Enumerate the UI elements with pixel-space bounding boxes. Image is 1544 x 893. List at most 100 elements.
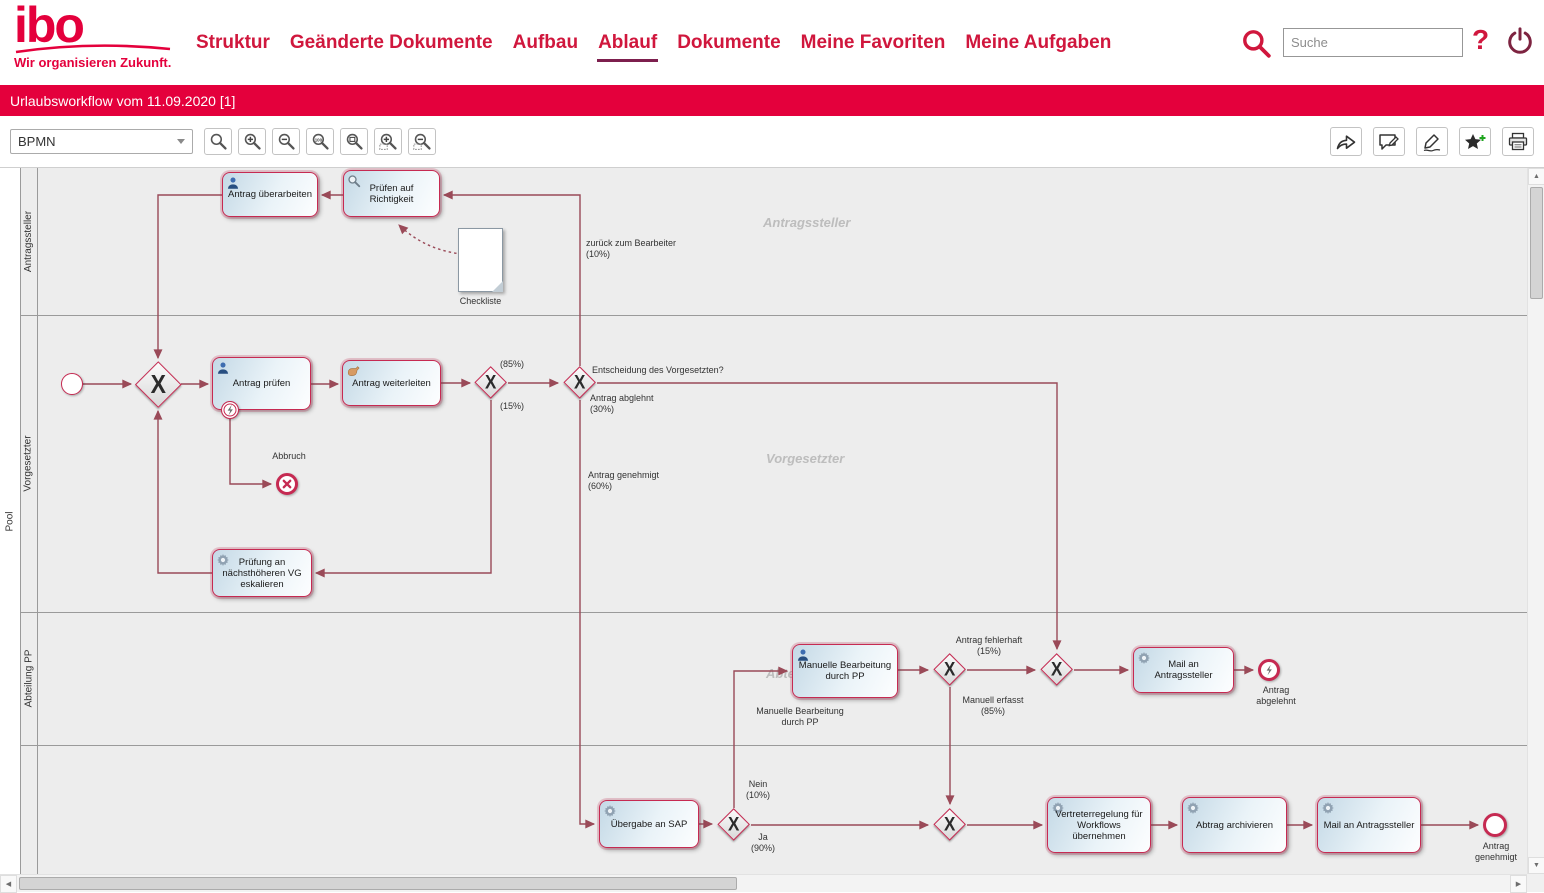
nav-item-aufbau[interactable]: Aufbau [512, 31, 579, 53]
hand-icon [346, 364, 360, 378]
flow-label: Antrag genehmigt [1474, 841, 1518, 862]
scroll-up-button[interactable]: ▲ [1528, 168, 1544, 185]
flow-label: Manuelle Bearbeitung durch PP [756, 706, 844, 727]
task-label: Mail an Antragssteller [1323, 819, 1415, 831]
logout-power-button[interactable] [1505, 26, 1535, 58]
task-mail-an-antragssteller-1[interactable]: Mail an Antragssteller [1133, 647, 1234, 693]
task-pruefung-eskalieren[interactable]: Prüfung an nächsthöheren VG eskalieren [212, 549, 312, 597]
end-event-ende-antrag-genehmigt[interactable] [1483, 813, 1507, 837]
print-icon[interactable] [1502, 127, 1534, 156]
start-event-start[interactable] [61, 373, 83, 395]
document-title: Urlaubsworkflow vom 11.09.2020 [1] [10, 92, 236, 109]
lane-label-text: Vorgesetzter [23, 435, 34, 492]
scroll-down-button[interactable]: ▼ [1528, 857, 1544, 874]
action-toolbar [1330, 127, 1534, 156]
gear-icon [1186, 801, 1200, 815]
task-label: Vertreterregelung für Workflows übernehm… [1055, 808, 1143, 842]
diagram-toolbar: BPMN 100 [0, 116, 1544, 168]
vertical-scroll-thumb[interactable] [1530, 187, 1543, 299]
exclusive-gateway-marker: X [728, 813, 740, 836]
lane-label-lane-3 [20, 745, 37, 874]
data-association [398, 224, 463, 255]
exclusive-gateway-marker: X [485, 371, 497, 394]
flow-label: Antrag abglehnt (30%) [590, 393, 654, 414]
nav-item-geaenderte-dokumente[interactable]: Geänderte Dokumente [289, 31, 493, 53]
logo-tagline: Wir organisieren Zukunft. [14, 55, 172, 70]
lane-label-Abteilung PP: Abteilung PP [20, 612, 37, 745]
flow-label: Antrag fehlerhaft (15%) [955, 635, 1023, 656]
logo-text: ibo [14, 0, 85, 53]
task-manuelle-bearbeitung-pp[interactable]: Manuelle Bearbeitung durch PP [792, 644, 898, 698]
comment-icon[interactable] [1373, 127, 1405, 156]
magnifier-icon [347, 174, 361, 188]
task-label: Abtrag archivieren [1195, 819, 1274, 831]
search-icon[interactable] [1240, 27, 1272, 59]
forward-icon[interactable] [1330, 127, 1362, 156]
user-icon [216, 361, 230, 375]
scroll-left-button[interactable]: ◀ [0, 875, 17, 893]
scroll-right-button[interactable]: ▶ [1510, 875, 1527, 893]
error-bolt-icon [227, 404, 233, 416]
search-input[interactable] [1283, 28, 1463, 57]
nav-item-meine-favoriten[interactable]: Meine Favoriten [800, 31, 946, 53]
task-antrag-ueberarbeiten[interactable]: Antrag überarbeiten [222, 172, 318, 217]
user-icon [796, 648, 810, 662]
vertical-scrollbar[interactable]: ▲ ▼ [1527, 168, 1544, 874]
favorite-add-icon[interactable] [1459, 127, 1491, 156]
task-uebergabe-an-sap[interactable]: Übergabe an SAP [599, 800, 699, 848]
cancel-end-event-ende-abbruch[interactable] [276, 473, 298, 495]
data-object-checkliste[interactable] [458, 228, 503, 292]
task-abtrag-archivieren[interactable]: Abtrag archivieren [1182, 797, 1287, 853]
task-mail-an-antragssteller-2[interactable]: Mail an Antragssteller [1317, 797, 1421, 853]
lane-label-text: Abteilung PP [23, 649, 35, 708]
pool-label: Pool [4, 510, 16, 532]
lane-watermark: Vorgesetzter [766, 451, 845, 466]
help-button[interactable]: ? [1472, 24, 1490, 55]
task-pruefen-auf-richtigkeit[interactable]: Prüfen auf Richtigkeit [343, 170, 440, 217]
flow-label: Abbruch [272, 451, 306, 461]
view-mode-value: BPMN [18, 134, 56, 149]
nav-item-dokumente[interactable]: Dokumente [677, 31, 781, 53]
logo-swoosh-icon [15, 44, 171, 54]
flow-label: Ja (90%) [750, 832, 776, 853]
logo[interactable]: ibo Wir organisieren Zukunft. [14, 0, 189, 70]
sequence-flow [579, 400, 596, 829]
task-label: Antrag überarbeiten [228, 189, 312, 200]
exclusive-gateway-marker: X [150, 368, 166, 398]
nav-item-ablauf[interactable]: Ablauf [597, 24, 659, 62]
zoom-in-selection-icon[interactable] [374, 128, 402, 155]
flow-label: (85%) [500, 359, 525, 369]
gear-icon [1321, 801, 1335, 815]
zoom-in-icon[interactable] [238, 128, 266, 155]
sequence-flow [229, 419, 273, 489]
sign-icon[interactable] [1416, 127, 1448, 156]
flow-label: zurück zum Bearbeiter (10%) [586, 238, 677, 259]
task-label: Antrag prüfen [232, 378, 291, 389]
flow-label: Entscheidung des Vorgesetzten? [592, 365, 724, 375]
sequence-flow [314, 400, 492, 578]
task-antrag-weiterleiten[interactable]: Antrag weiterleiten [342, 360, 441, 406]
zoom-out-icon[interactable] [272, 128, 300, 155]
zoom-fit-icon[interactable] [340, 128, 368, 155]
task-vertreterregelung[interactable]: Vertreterregelung für Workflows übernehm… [1047, 797, 1151, 853]
task-label: Manuelle Bearbeitung durch PP [798, 660, 892, 682]
sequence-flow [597, 382, 1062, 651]
view-mode-select[interactable]: BPMN [10, 129, 193, 154]
task-antrag-pruefen[interactable]: Antrag prüfen [212, 357, 311, 410]
end-event-ende-antrag-abgelehnt[interactable] [1258, 659, 1280, 681]
user-icon [226, 176, 240, 190]
pool-header: Pool [0, 168, 20, 874]
scrollbar-corner [1527, 874, 1544, 892]
boundary-event-boundary-antrag-pruefen[interactable] [221, 401, 239, 419]
horizontal-scroll-thumb[interactable] [19, 877, 737, 890]
zoom-100-icon[interactable]: 100 [306, 128, 334, 155]
nav-item-struktur[interactable]: Struktur [196, 31, 270, 53]
zoom-out-selection-icon[interactable] [408, 128, 436, 155]
horizontal-scrollbar[interactable]: ◀ ▶ [0, 874, 1527, 893]
nav-item-meine-aufgaben[interactable]: Meine Aufgaben [965, 31, 1112, 53]
exclusive-gateway-marker: X [944, 658, 956, 681]
zoom-mode-icon[interactable] [204, 128, 232, 155]
task-label: Übergabe an SAP [610, 818, 688, 830]
data-object-label: Checkliste [459, 296, 502, 306]
